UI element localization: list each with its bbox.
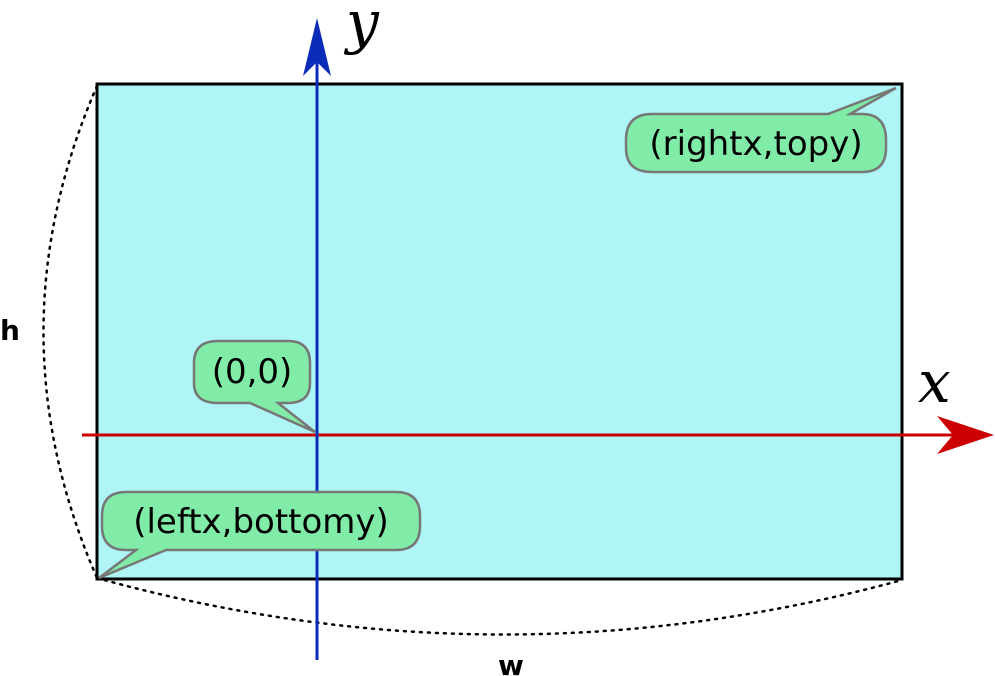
width-dimension-arc xyxy=(95,576,904,636)
bottom-left-label: (leftx,bottomy) xyxy=(133,502,389,542)
bottom-left-callout: (leftx,bottomy) xyxy=(98,490,422,580)
x-axis-arrowhead xyxy=(937,416,994,454)
width-label: w xyxy=(498,649,524,676)
origin-label: (0,0) xyxy=(212,352,293,392)
x-axis-label: x xyxy=(918,348,951,416)
height-dimension-arc xyxy=(42,84,99,580)
origin-callout: (0,0) xyxy=(192,339,316,434)
top-right-callout: (rightx,topy) xyxy=(624,86,897,174)
top-right-callout-bubble xyxy=(624,86,897,174)
height-label: h xyxy=(0,314,20,347)
y-axis-label: y xyxy=(343,0,380,56)
origin-callout-bubble xyxy=(192,339,316,434)
y-axis-arrowhead xyxy=(303,18,331,76)
bottom-left-callout-bubble xyxy=(98,490,422,580)
top-right-label: (rightx,topy) xyxy=(649,124,862,164)
